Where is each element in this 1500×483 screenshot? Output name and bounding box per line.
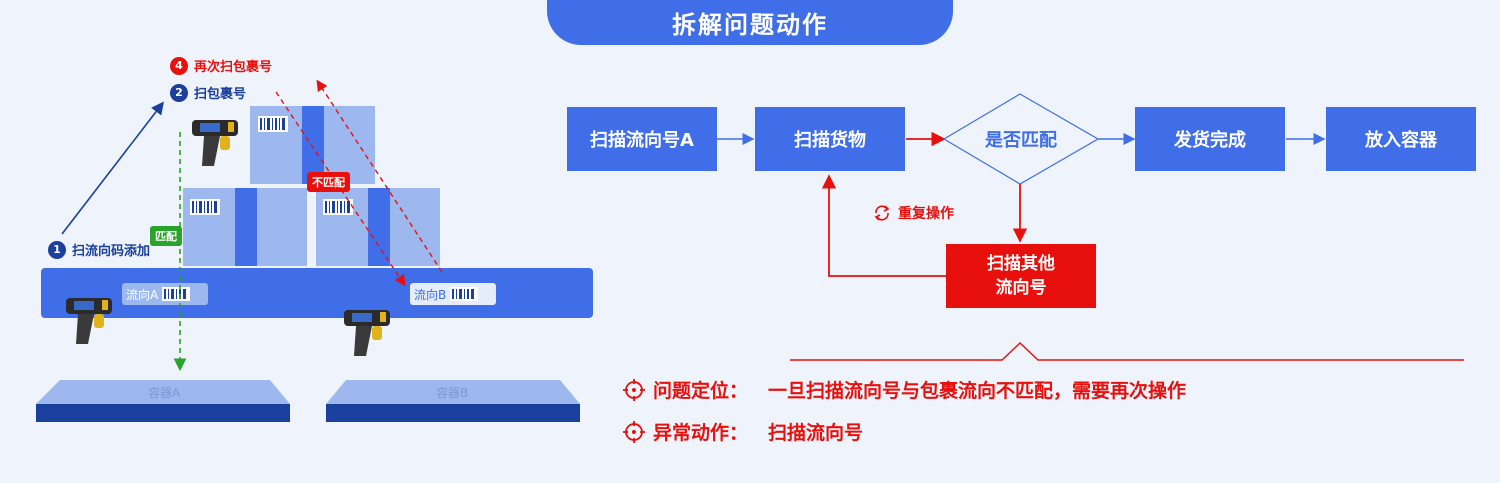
parcel-box-left xyxy=(183,188,307,266)
step-2: 2 扫包裹号 xyxy=(170,83,246,102)
arrow-step1-to-step2 xyxy=(61,101,164,235)
flow-decision-label: 是否匹配 xyxy=(985,130,1057,151)
container-a-label: 容器A xyxy=(148,386,181,400)
scanner-device-icon xyxy=(344,310,390,356)
page-title: 拆解问题动作 xyxy=(547,0,953,45)
conveyor-belt xyxy=(41,268,593,318)
step-2-label: 扫包裹号 xyxy=(194,87,247,102)
note-problem-label: 问题定位： xyxy=(653,380,749,402)
step-1-label: 扫流向码添加 xyxy=(72,244,151,259)
step-1: 1 扫流向码添加 xyxy=(48,240,150,259)
container-a-top xyxy=(36,380,290,404)
illustration-canvas xyxy=(36,268,593,422)
illustration-arrows xyxy=(61,79,443,372)
flowchart-canvas xyxy=(717,93,1464,361)
scan-other-line1: 扫描其他 xyxy=(987,254,1055,274)
callout-divider xyxy=(790,342,1464,361)
refresh-icon xyxy=(874,205,890,221)
note-problem: 问题定位： 一旦扫描流向号与包裹流向不匹配，需要再次操作 xyxy=(623,376,1186,403)
arrow-scanother-back xyxy=(821,174,946,277)
note-abnormal-label: 异常动作： xyxy=(653,422,749,444)
container-b-label: 容器B xyxy=(436,386,469,400)
flow-box-put-container: 放入容器 xyxy=(1326,107,1476,171)
scan-other-line2: 流向号 xyxy=(995,278,1047,298)
flow-box-scan-other: 扫描其他 流向号 xyxy=(946,244,1096,308)
target-icon xyxy=(623,420,645,443)
arrow-rescan-up xyxy=(316,79,443,273)
barcode-icon xyxy=(323,199,353,215)
barcode-icon xyxy=(258,116,288,132)
step-4-number: 4 xyxy=(170,56,188,75)
note-abnormal-text: 扫描流向号 xyxy=(768,422,864,444)
flow-label-b: 流向B xyxy=(410,283,496,305)
step-4: 4 再次扫包裹号 xyxy=(170,56,272,75)
step-4-label: 再次扫包裹号 xyxy=(194,60,273,75)
container-b-base xyxy=(326,404,580,422)
flow-box-scan-goods: 扫描货物 xyxy=(755,107,905,171)
container-b-top xyxy=(326,380,580,404)
note-abnormal: 异常动作： 扫描流向号 xyxy=(623,418,863,445)
scanner-device-icon xyxy=(66,298,112,344)
repeat-operation: 重复操作 xyxy=(872,203,954,223)
step-1-number: 1 xyxy=(48,240,66,259)
barcode-icon xyxy=(450,287,479,301)
repeat-label-text: 重复操作 xyxy=(898,206,954,222)
arrow-mismatch-down xyxy=(275,91,406,287)
step-2-number: 2 xyxy=(170,83,188,102)
mismatch-tag: 不匹配 xyxy=(307,172,350,192)
flow-box-scan-flow: 扫描流向号A xyxy=(567,107,717,171)
note-problem-text: 一旦扫描流向号与包裹流向不匹配，需要再次操作 xyxy=(768,380,1187,402)
flow-box-ship-done: 发货完成 xyxy=(1135,107,1285,171)
scanner-device-icon xyxy=(192,120,238,166)
flow-a-text: 流向A xyxy=(126,287,159,302)
target-icon xyxy=(623,378,645,401)
container-a-base xyxy=(36,404,290,422)
barcode-icon xyxy=(190,199,220,215)
flow-b-text: 流向B xyxy=(414,287,447,302)
match-tag: 匹配 xyxy=(150,226,182,246)
